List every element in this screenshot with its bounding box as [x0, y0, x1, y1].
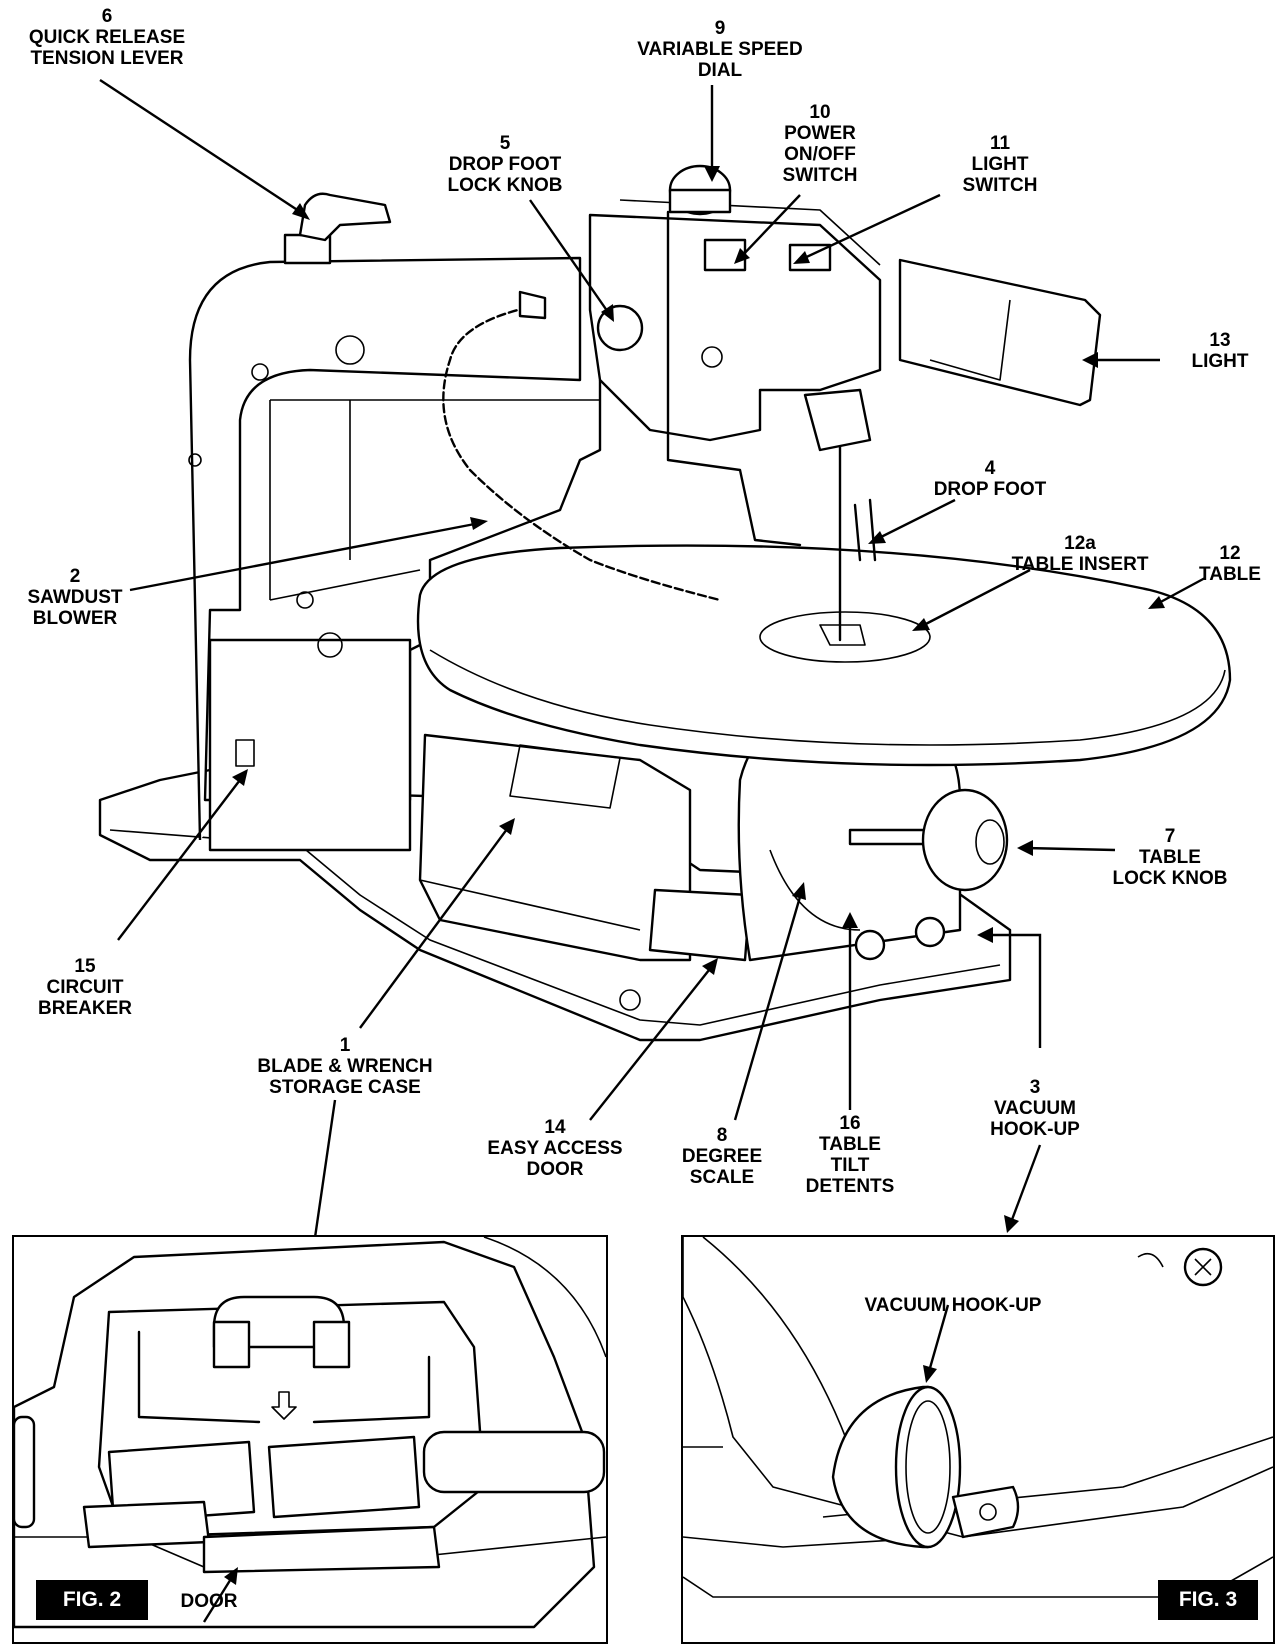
label-quick-release-tension-lever: 6 QUICK RELEASE TENSION LEVER [28, 6, 186, 69]
label-variable-speed-dial: 9 VARIABLE SPEED DIAL [637, 18, 803, 81]
fig2-inset: FIG. 2 DOOR [12, 1235, 608, 1644]
leader-arrows [99, 78, 1206, 1383]
label-drop-foot-lock-knob: 5 DROP FOOT LOCK KNOB [447, 133, 563, 196]
label-table-insert: 12a TABLE INSERT [1011, 533, 1149, 575]
label-table: 12 TABLE [1199, 543, 1261, 585]
fig2-door-label: DOOR [180, 1591, 238, 1612]
fig3-vacuum-hook-up-label: VACUUM HOOK-UP [864, 1295, 1042, 1316]
label-sawdust-blower: 2 SAWDUST BLOWER [27, 566, 123, 629]
label-easy-access-door: 14 EASY ACCESS DOOR [487, 1117, 623, 1180]
label-degree-scale: 8 DEGREE SCALE [681, 1125, 763, 1188]
label-table-lock-knob: 7 TABLE LOCK KNOB [1112, 826, 1228, 889]
label-circuit-breaker: 15 CIRCUIT BREAKER [38, 956, 132, 1019]
label-drop-foot: 4 DROP FOOT [933, 458, 1047, 500]
fig3-tag: FIG. 3 [1158, 1580, 1258, 1620]
fig2-illustration [14, 1237, 606, 1629]
fig3-inset: VACUUM HOOK-UP FIG. 3 [681, 1235, 1275, 1644]
label-light: 13 LIGHT [1191, 330, 1249, 372]
label-vacuum-hook-up: 3 VACUUM HOOK-UP [990, 1077, 1080, 1140]
label-light-switch: 11 LIGHT SWITCH [962, 133, 1038, 196]
label-table-tilt-detents: 16 TABLE TILT DETENTS [805, 1113, 895, 1197]
fig3-illustration [683, 1237, 1273, 1598]
label-power-on-off-switch: 10 POWER ON/OFF SWITCH [782, 102, 858, 186]
fig2-tag: FIG. 2 [36, 1580, 148, 1620]
label-blade-wrench-storage-case: 1 BLADE & WRENCH STORAGE CASE [257, 1035, 433, 1098]
